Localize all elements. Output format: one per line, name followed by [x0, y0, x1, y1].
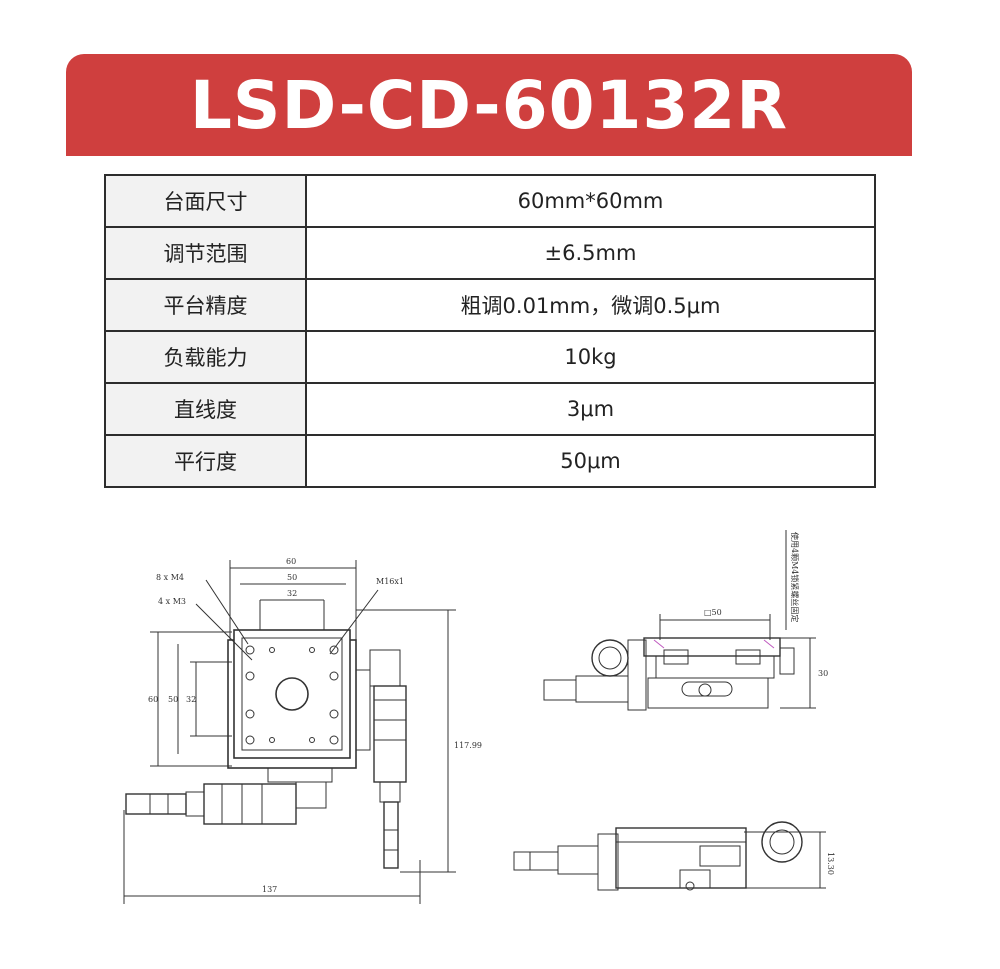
top-view-dimensions: 60 50 32 60 50 32 117.99 137 8 x M4 4 x …: [148, 557, 482, 894]
spec-label: 直线度: [104, 382, 307, 436]
spec-label: 调节范围: [104, 226, 307, 280]
dim-60-left: 60: [148, 695, 158, 704]
spec-label: 负载能力: [104, 330, 307, 384]
dim-30: 30: [818, 669, 828, 678]
dim-50-top: 50: [287, 573, 297, 582]
table-row: 负载能力 10kg: [104, 330, 876, 384]
dim-32-left: 32: [186, 695, 196, 704]
dim-square-50: □50: [704, 608, 722, 617]
callout-m16: M16x1: [376, 577, 404, 586]
dim-32-top: 32: [287, 589, 297, 598]
product-model-title: LSD-CD-60132R: [189, 66, 789, 144]
spec-value: 50μm: [305, 434, 876, 488]
spec-label: 台面尺寸: [104, 174, 307, 228]
title-banner: LSD-CD-60132R: [66, 54, 912, 156]
spec-label: 平行度: [104, 434, 307, 488]
dim-13: 13.30: [826, 852, 835, 875]
dim-width: 137: [262, 885, 277, 894]
dim-50-left: 50: [168, 695, 178, 704]
spec-value: 粗调0.01mm，微调0.5μm: [305, 278, 876, 332]
dim-height: 117.99: [454, 741, 482, 750]
spec-value: 10kg: [305, 330, 876, 384]
mounting-note: 使用4颗M4锁紧螺丝固定: [790, 532, 800, 622]
spec-value: 60mm*60mm: [305, 174, 876, 228]
callout-m4: 8 x M4: [156, 573, 184, 582]
top-view-drawing: [123, 560, 456, 904]
table-row: 平行度 50μm: [104, 434, 876, 488]
table-row: 台面尺寸 60mm*60mm: [104, 174, 876, 228]
table-row: 平台精度 粗调0.01mm，微调0.5μm: [104, 278, 876, 332]
spec-value: ±6.5mm: [305, 226, 876, 280]
side-view-dimensions: 13.30: [826, 852, 835, 875]
dim-60-top: 60: [286, 557, 296, 566]
spec-table: 台面尺寸 60mm*60mm 调节范围 ±6.5mm 平台精度 粗调0.01mm…: [104, 174, 876, 488]
front-view-dimensions: □50 30 使用4颗M4锁紧螺丝固定: [704, 532, 828, 678]
table-row: 直线度 3μm: [104, 382, 876, 436]
table-row: 调节范围 ±6.5mm: [104, 226, 876, 280]
spec-value: 3μm: [305, 382, 876, 436]
side-view-drawing: [513, 821, 826, 891]
spec-label: 平台精度: [104, 278, 307, 332]
callout-m3: 4 x M3: [158, 597, 186, 606]
front-view-drawing: [543, 530, 816, 711]
